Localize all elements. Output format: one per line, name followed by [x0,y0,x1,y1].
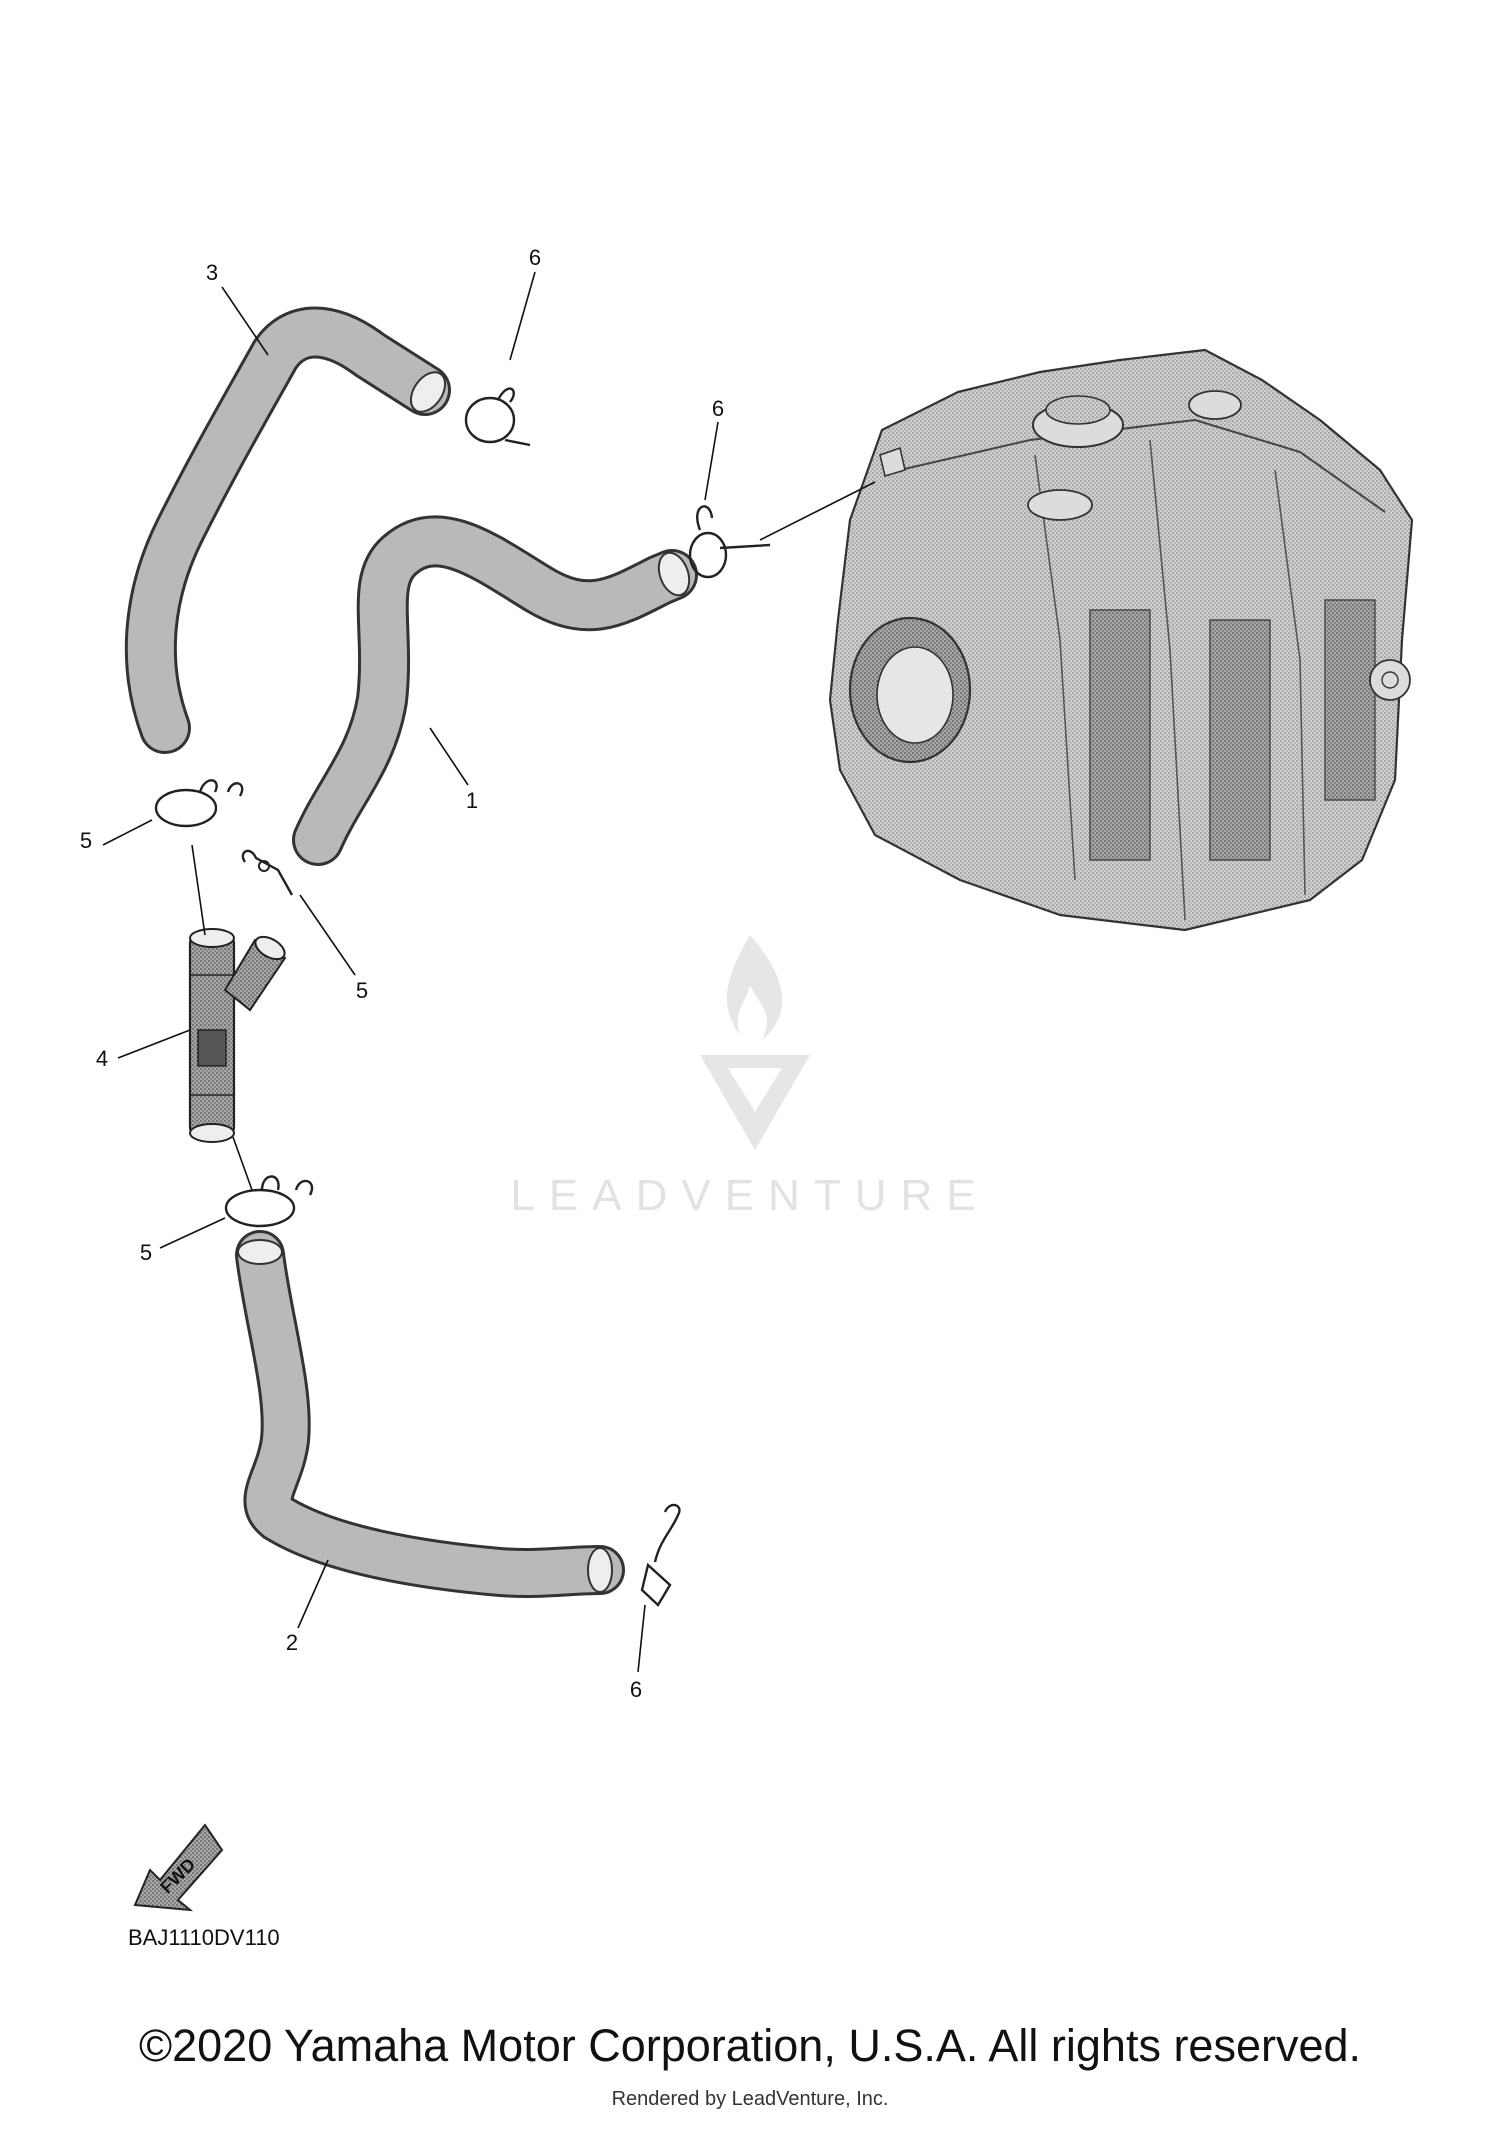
copyright-notice: ©2020 Yamaha Motor Corporation, U.S.A. A… [138,2020,1362,2071]
callout-6-top: 6 [529,245,541,270]
leader-lines [102,271,876,1673]
callout-6-bottom: 6 [630,1677,642,1702]
callout-5-top: 5 [80,828,92,853]
callout-1: 1 [466,788,478,813]
diagram-code: BAJ1110DV110 [128,1925,280,1950]
callout-4: 4 [96,1046,108,1071]
callout-5-mid: 5 [356,978,368,1003]
rendered-by-text: Rendered by LeadVenture, Inc. [611,2088,889,2110]
v-logo-icon [700,1055,810,1150]
clamp-5-mid [241,849,294,896]
flame-logo-icon [726,935,783,1040]
clamp-5-top [154,779,244,828]
clamp-6-mid [688,505,771,579]
hose-3 [124,306,451,754]
clamp-6-bottom [640,1503,681,1607]
watermark-text: LEADVENTURE [510,1171,989,1220]
callout-3: 3 [206,260,218,285]
hose-2 [235,1230,625,1598]
callout-6-mid: 6 [712,396,724,421]
joint-4 [188,928,287,1143]
hose-1 [292,515,698,866]
callout-2: 2 [286,1630,298,1655]
clamp-6-top [464,387,531,447]
callout-5-bottom: 5 [140,1240,152,1265]
fwd-arrow-icon: FWD [133,1823,224,1912]
leadventure-watermark: LEADVENTURE [510,935,989,1220]
clamp-5-bottom [224,1175,314,1228]
cylinder-head-cover [828,348,1414,932]
